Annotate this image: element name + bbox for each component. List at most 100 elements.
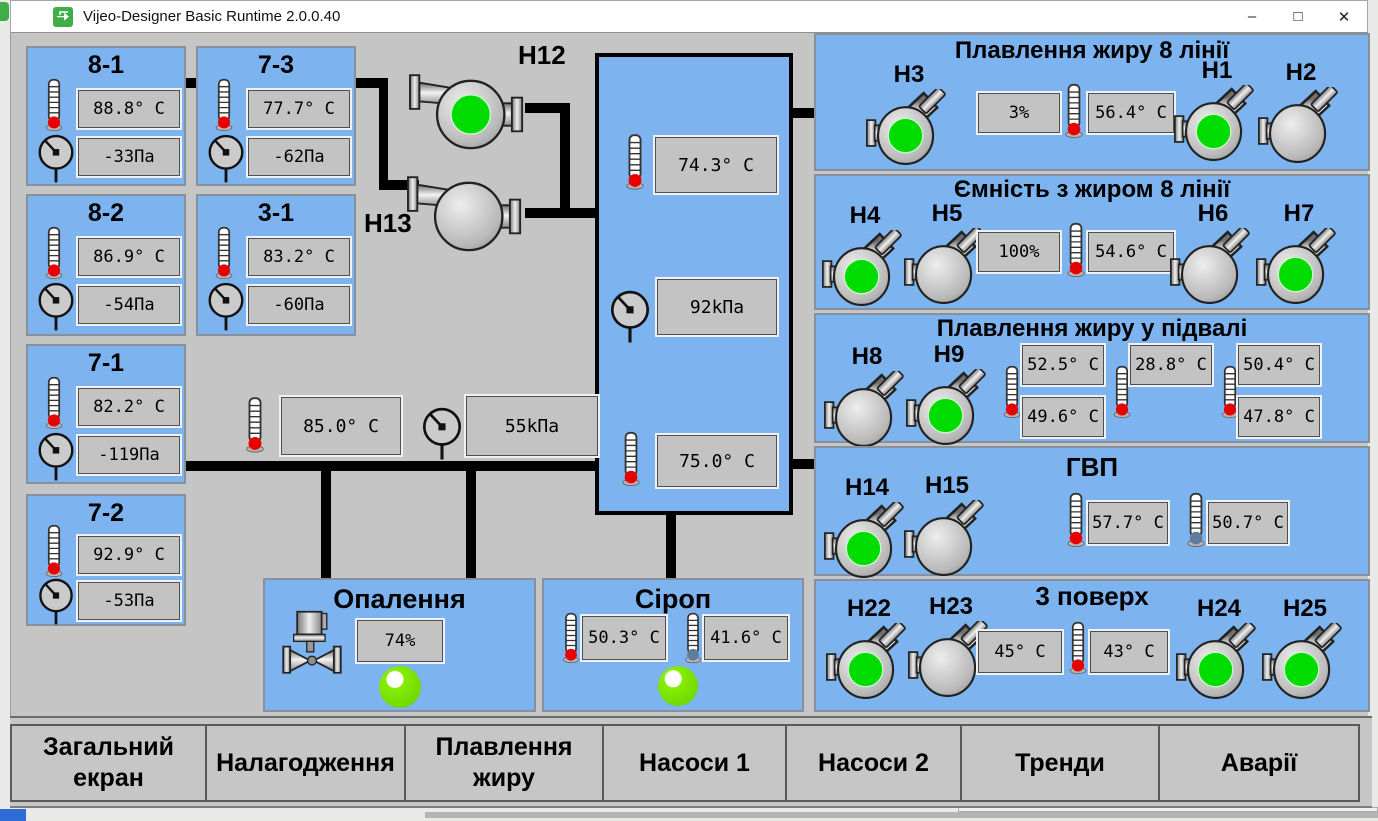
pump-h25: Н25 <box>1260 595 1350 699</box>
pump-h7: Н7 <box>1254 200 1344 304</box>
pump-label: Н5 <box>931 200 963 227</box>
pipe <box>791 459 815 469</box>
pump-h13-label: Н13 <box>364 208 412 238</box>
basement-temp-display: 49.6° C <box>1022 397 1104 437</box>
pump-h3: Н3 <box>864 61 954 165</box>
thermometer-icon <box>1000 365 1024 419</box>
panel-title: ГВП <box>1065 452 1119 482</box>
pump-label: Н9 <box>933 341 965 368</box>
fat8-percent-display: 3% <box>978 93 1060 133</box>
panel-title: Плавлення жиру 8 лінії <box>954 37 1230 64</box>
status-light <box>658 666 698 706</box>
maximize-button[interactable]: □ <box>1293 8 1303 25</box>
pressure-gauge-icon <box>419 404 465 462</box>
syrup-panel: Сіроп 50.3° C 41.6° C <box>542 578 804 712</box>
pressure-gauge-icon <box>32 280 80 332</box>
temperature-display: 82.2° C <box>78 388 180 426</box>
thermometer-icon <box>1218 365 1242 419</box>
pump-label: Н25 <box>1282 595 1328 622</box>
pipe <box>321 471 331 578</box>
thermometer-icon <box>619 431 643 487</box>
thermometer-icon <box>623 133 647 191</box>
panel-title: Ємність з жиром 8 лінії <box>953 176 1231 203</box>
boiler-panel-7-2: 7-2 92.9° C -53Па <box>26 494 186 626</box>
pump-h9: Н9 <box>904 341 994 445</box>
basement-temp-display: 28.8° C <box>1130 345 1212 385</box>
boiler-panel-7-3: 7-3 77.7° C -62Па <box>196 46 356 186</box>
close-button[interactable]: ✕ <box>1337 8 1351 26</box>
pipe <box>525 208 597 218</box>
nav-fat-melting[interactable]: Плавлення жиру <box>404 724 604 802</box>
pressure-gauge-icon <box>202 132 250 184</box>
thermometer-icon <box>1064 492 1088 548</box>
window-bottom-edge <box>10 802 1372 808</box>
pump-h15: Н15 <box>902 472 992 576</box>
boiler-panel-3-1: 3-1 83.2° C -60Па <box>196 194 356 336</box>
pump-h22: Н22 <box>824 595 914 699</box>
nav-trends[interactable]: Тренди <box>960 724 1160 802</box>
thermometer-icon <box>1066 621 1090 675</box>
thermometer-icon <box>243 396 267 454</box>
tank8-percent-display: 100% <box>978 232 1060 272</box>
pipe <box>560 103 570 216</box>
pump-h2: Н2 <box>1256 59 1346 163</box>
pump-label: Н2 <box>1285 59 1317 86</box>
nav-general-screen[interactable]: Загальний екран <box>10 724 207 802</box>
pump-label: Н7 <box>1283 200 1315 227</box>
panel-title: Опалення <box>333 584 466 614</box>
window-controls: – □ ✕ <box>1229 1 1367 32</box>
nav-pumps-2[interactable]: Насоси 2 <box>785 724 962 802</box>
fat8-temp-display: 56.4° C <box>1088 93 1174 133</box>
nav-alarms[interactable]: Аварії <box>1158 724 1360 802</box>
tank8-temp-display: 54.6° C <box>1088 232 1174 272</box>
tank-pressure-display: 92kПа <box>657 279 777 335</box>
fat-container-line8-panel: Ємність з жиром 8 лінії Н4 Н5 100% 54.6°… <box>814 174 1370 310</box>
pump-label: Н22 <box>846 595 892 622</box>
boiler-id: 7-3 <box>257 51 295 79</box>
nav-setup[interactable]: Налагодження <box>205 724 406 802</box>
temperature-display: 92.9° C <box>78 536 180 574</box>
pump-h8: Н8 <box>822 343 912 447</box>
pipe <box>355 78 388 88</box>
pump-h12-label: Н12 <box>518 40 566 70</box>
boiler-id: 8-2 <box>87 199 125 227</box>
line-temp-display: 85.0° C <box>281 397 401 455</box>
boiler-id: 3-1 <box>257 199 295 227</box>
boiler-panel-8-1: 8-1 88.8° C -33Па <box>26 46 186 186</box>
pump-label: Н14 <box>844 474 890 501</box>
pressure-display: -60Па <box>248 286 350 324</box>
nav-pumps-1[interactable]: Насоси 1 <box>602 724 787 802</box>
vijeo-app-icon <box>53 6 73 27</box>
taskbar-corner <box>0 809 26 821</box>
thermometer-icon <box>1110 365 1134 419</box>
pressure-gauge-icon <box>32 576 80 626</box>
heating-panel: Опалення 74% <box>263 578 536 712</box>
pump-h4: Н4 <box>820 202 910 306</box>
fat-melting-line8-panel: Плавлення жиру 8 лінії Н3 3% 56.4° C Н1 … <box>814 33 1370 171</box>
pipe <box>379 78 388 188</box>
boiler-id: 7-2 <box>87 499 125 527</box>
syrup-temp1-display: 50.3° C <box>582 616 666 660</box>
gvp-temp2-display: 50.7° C <box>1208 502 1288 544</box>
panel-title: 3 поверх <box>1035 581 1149 611</box>
pump-label: Н6 <box>1197 200 1229 227</box>
pump-label: Н8 <box>851 343 883 370</box>
thermometer-icon <box>212 226 236 280</box>
pipe <box>379 180 419 190</box>
pipe <box>525 103 570 113</box>
pipe <box>184 78 196 88</box>
titlebar: Vijeo-Designer Basic Runtime 2.0.0.40 – … <box>10 0 1368 33</box>
temperature-display: 77.7° C <box>248 90 350 128</box>
pump-label: Н3 <box>893 61 925 88</box>
panel-title: Плавлення жиру у підвалі <box>936 315 1248 342</box>
background-strip <box>425 812 1378 818</box>
temperature-display: 86.9° C <box>78 238 180 276</box>
pressure-gauge-icon <box>32 430 80 482</box>
heating-percent-display: 74% <box>357 620 443 662</box>
minimize-button[interactable]: – <box>1247 8 1257 25</box>
pipe <box>466 471 476 578</box>
pipe <box>666 514 676 578</box>
gvp-temp1-display: 57.7° C <box>1088 502 1168 544</box>
thermometer-icon <box>682 612 704 664</box>
